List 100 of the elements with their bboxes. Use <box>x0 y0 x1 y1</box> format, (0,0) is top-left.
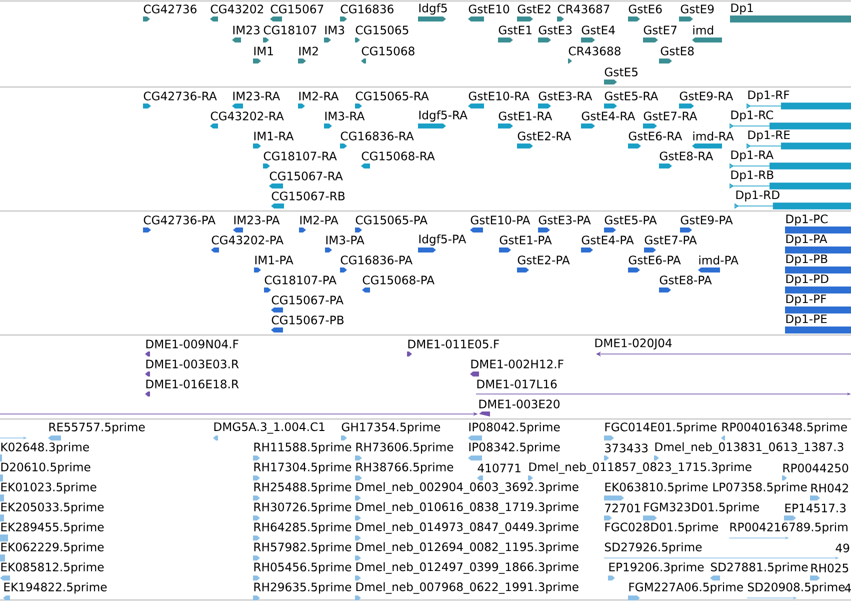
feature-label: CR43688 <box>568 46 620 56</box>
feature-label: CG15065-PA <box>356 216 428 224</box>
feature-label: GstE1-RA <box>498 112 552 120</box>
feature-label: EK289455.5prime <box>1 522 104 534</box>
feature-label: GstE6-PA <box>628 256 681 264</box>
feature-label: Dp1-RA <box>731 150 774 162</box>
feature-label: GH17354.5prime <box>342 422 440 434</box>
feature-label: Dp1-RE <box>748 130 790 142</box>
feature-label: K02648.3prime <box>1 442 89 454</box>
feature-label: RP004016348.5prime <box>722 422 847 434</box>
feature-label: RH57982.5prime <box>254 542 352 554</box>
feature-label: EK063810.5prime <box>605 482 708 494</box>
feature-label: GstE6-RA <box>628 132 682 140</box>
feature-label: RH11588.5prime <box>254 442 352 454</box>
feature-label: DME1-017L16 <box>477 380 557 388</box>
feature-label: GstE5-RA <box>604 92 658 100</box>
feature-label: CG18107 <box>264 26 316 34</box>
feature-label: CG18107-RA <box>264 152 337 160</box>
feature-label: CG15067-RB <box>272 192 345 200</box>
feature-label: 49 <box>836 544 850 552</box>
feature-label: EP19206.3prime <box>609 562 704 574</box>
feature-label: GstE2 <box>518 4 550 14</box>
feature-label: CG16836 <box>340 4 394 14</box>
feature-label: RH025 <box>811 564 848 572</box>
feature-label: GstE7-RA <box>644 112 698 120</box>
feature-label: CG15067 <box>270 4 324 14</box>
feature-label: Dp1-PB <box>786 254 828 266</box>
feature-label: IM1-RA <box>254 132 294 140</box>
feature-label: 72701 <box>605 504 640 512</box>
feature-label: Dp1-PF <box>786 294 826 306</box>
feature-label: IM23-RA <box>233 92 280 100</box>
feature-label: CG43202-PA <box>212 236 284 244</box>
feature-label: Dp1-PA <box>786 234 828 246</box>
feature-label: CG16836-PA <box>340 256 412 264</box>
feature-label: EK01023.5prime <box>1 482 96 494</box>
feature-label: LP07358.5prime <box>713 482 807 494</box>
feature-label: DME1-011E05.F <box>408 340 499 348</box>
feature-label: RP0044250 <box>783 464 848 472</box>
feature-label: RH29635.5prime <box>254 582 352 594</box>
feature-label: RH042 <box>811 484 848 492</box>
feature-label: Dmel_neb_010616_0838_1719.3prime <box>356 502 578 514</box>
feature-label: DME1-020J04 <box>595 338 672 350</box>
feature-label: Dmel_neb_012694_0082_1195.3prime <box>356 542 578 554</box>
feature-label: DME1-009N04.F <box>146 340 238 348</box>
feature-label: imd-RA <box>693 132 734 140</box>
feature-label: CG15068 <box>362 46 414 56</box>
feature-label: FGC014E01.5prime <box>605 422 716 434</box>
feature-label: Dmel_neb_002904_0603_3692.3prime <box>356 482 578 494</box>
feature-label: GstE3 <box>538 26 572 34</box>
feature-label: CG15065 <box>356 26 408 34</box>
feature-label: GstE6 <box>628 4 662 14</box>
feature-label: GstE10 <box>468 4 510 14</box>
feature-label: GstE9-PA <box>680 216 733 224</box>
feature-label: GstE1-PA <box>500 236 552 244</box>
feature-label: GstE3-PA <box>538 216 591 224</box>
feature-label: RH30726.5prime <box>254 502 352 514</box>
feature-label: CG42736-RA <box>144 92 217 100</box>
feature-label: Dmel_neb_011857_0823_1715.3prime <box>529 462 752 474</box>
feature-label: CG15067-PB <box>272 316 344 324</box>
feature-label: GstE4 <box>582 26 615 34</box>
feature-label: Dmel_neb_014973_0847_0449.3prime <box>356 522 578 534</box>
feature-label: EK194822.5prime <box>4 582 107 594</box>
feature-label: CG42736-PA <box>144 216 216 224</box>
feature-label: DME1-003E03.R <box>146 360 239 368</box>
feature-label: Dp1 <box>731 4 753 14</box>
feature-label: DMG5A.3_1.004.C1 <box>214 422 324 434</box>
feature-label: RH38766.5prime <box>356 462 454 474</box>
feature-label: DME1-016E18.R <box>146 380 239 388</box>
feature-label: Dp1-PE <box>786 314 827 326</box>
feature-label: GstE8 <box>660 46 694 56</box>
feature-label: GstE9-RA <box>680 92 734 100</box>
feature-label: EP14517.3 <box>785 504 846 512</box>
feature-label: imd <box>693 26 714 34</box>
feature-label: IM3 <box>325 26 344 34</box>
feature-label: DME1-002H12.F <box>471 360 564 368</box>
feature-label: GstE7 <box>644 26 677 34</box>
feature-label: Dp1-RF <box>748 90 790 102</box>
feature-label: GstE8-RA <box>660 152 714 160</box>
feature-label: GstE4-PA <box>582 236 634 244</box>
feature-label: CG15067-RA <box>270 172 343 180</box>
feature-label: IP08042.5prime <box>469 422 560 434</box>
feature-label: CG15068-RA <box>362 152 435 160</box>
feature-label: FGC028D01.5prime <box>605 522 718 534</box>
feature-label: GstE3-RA <box>538 92 592 100</box>
feature-label: IM2-RA <box>299 92 339 100</box>
feature-label: Dp1-RB <box>731 170 774 182</box>
feature-label: imd-PA <box>699 256 738 264</box>
feature-label: RH73606.5prime <box>356 442 454 454</box>
feature-label: CG15067-PA <box>272 296 344 304</box>
feature-label: CG15065-RA <box>356 92 429 100</box>
feature-label: Dmel_neb_007968_0622_1991.3prime <box>356 582 578 594</box>
feature-label: GstE2-PA <box>518 256 570 264</box>
feature-label: RH25488.5prime <box>254 482 352 494</box>
feature-label: RP004216789.5prim <box>730 522 848 534</box>
feature-label: FGM227A06.5prime <box>629 582 743 594</box>
feature-label: GstE10-PA <box>470 216 530 224</box>
feature-label: IM23 <box>233 26 260 34</box>
feature-label: CG43202 <box>210 4 264 14</box>
feature-label: IM3-PA <box>326 236 364 244</box>
feature-label: Dp1-RC <box>731 110 774 122</box>
